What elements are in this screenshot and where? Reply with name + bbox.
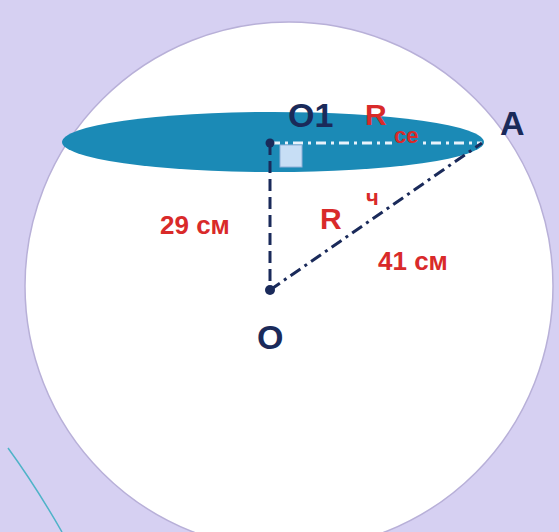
point-label: O — [257, 320, 283, 354]
center-point-o — [265, 285, 275, 295]
radius-symbol: R — [320, 204, 342, 234]
distance-line — [269, 143, 272, 290]
decor-curve — [8, 448, 62, 532]
point-label: A — [500, 106, 525, 140]
dimension-label: 29 см — [160, 212, 230, 238]
sphere-outline — [25, 22, 553, 532]
section-disk — [62, 112, 484, 172]
right-angle-mark — [280, 145, 302, 167]
center-point-o1 — [266, 139, 275, 148]
radius-subscript: се — [392, 124, 420, 148]
point-label: O1 — [288, 98, 333, 132]
radius-subscript: ч — [364, 186, 381, 210]
sphere-radius — [270, 143, 482, 290]
dimension-label: 41 см — [378, 248, 448, 274]
section-radius — [270, 142, 482, 145]
radius-symbol: R — [365, 100, 387, 130]
